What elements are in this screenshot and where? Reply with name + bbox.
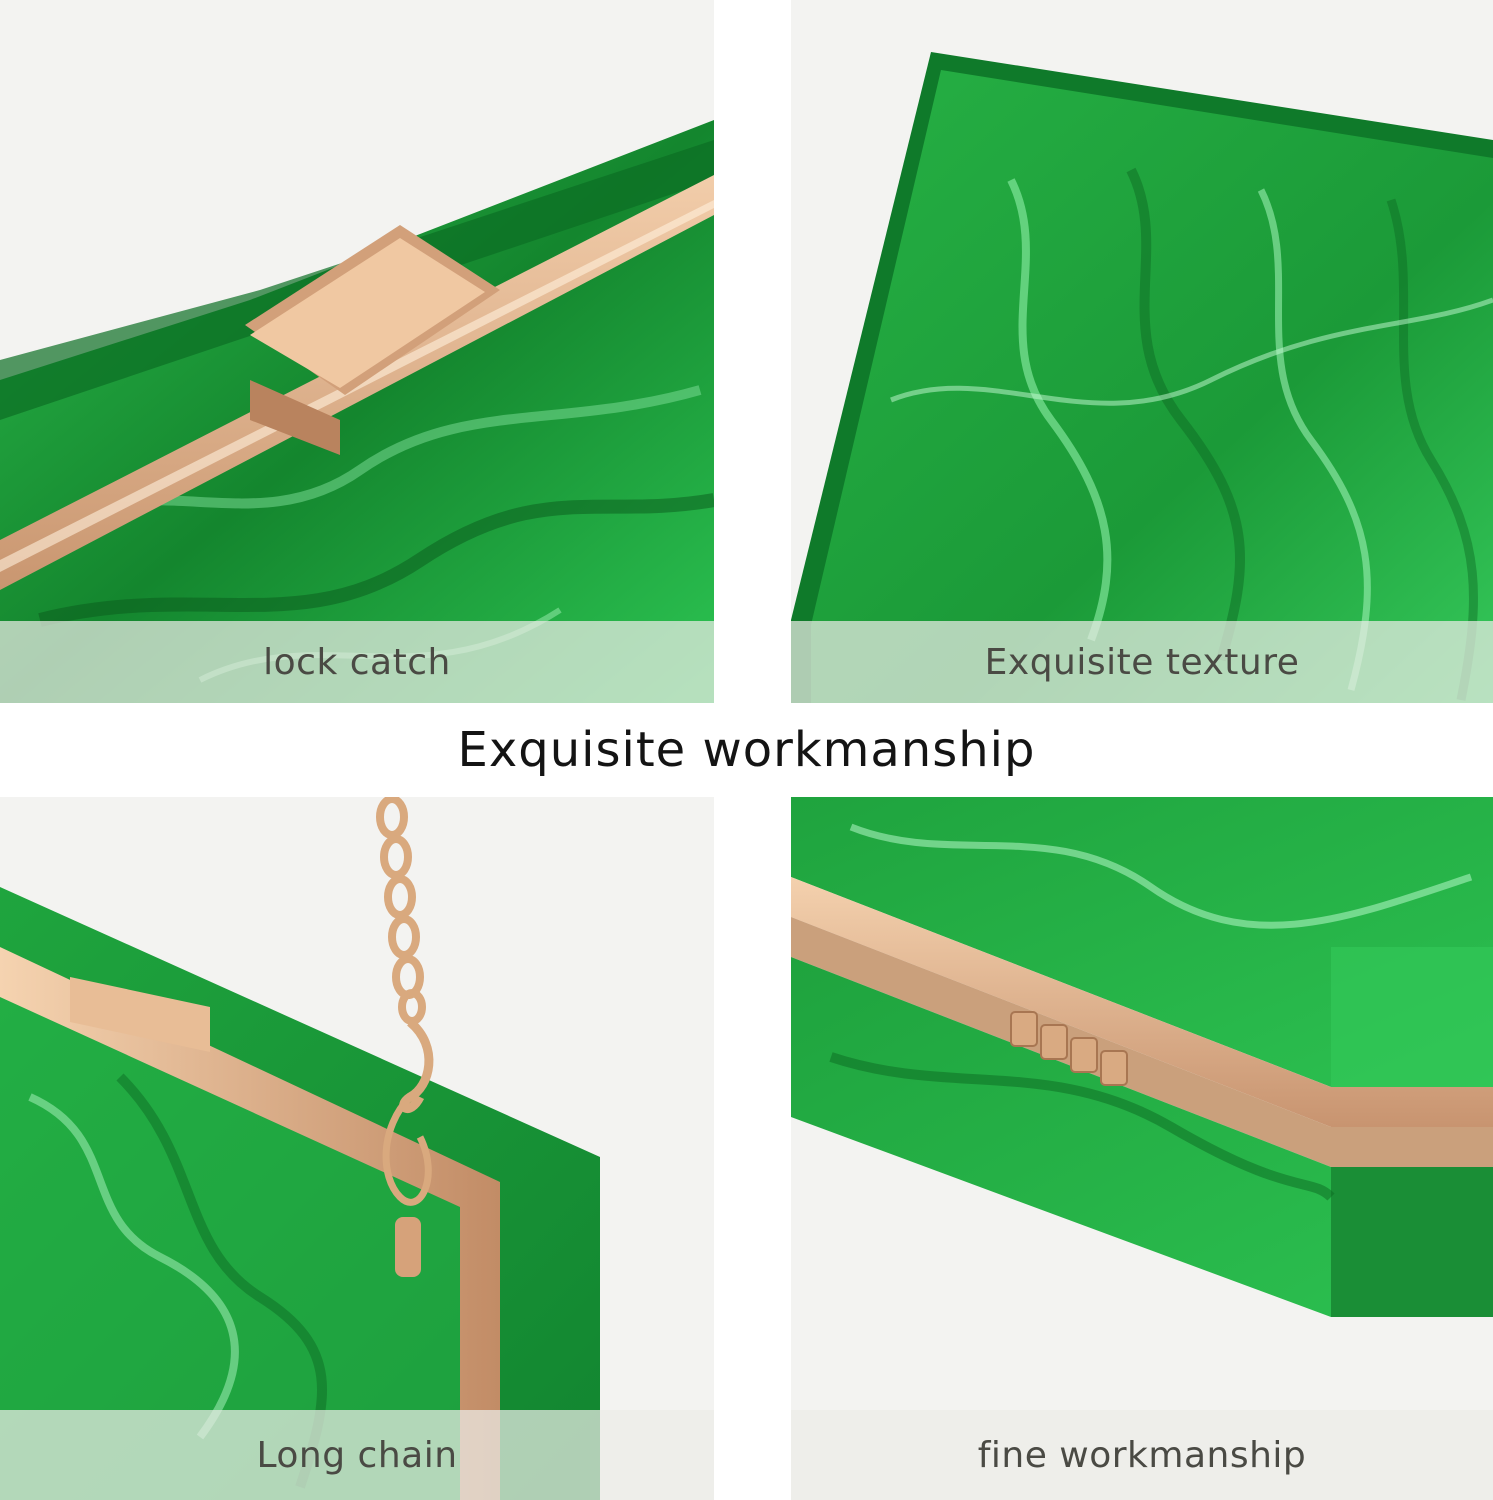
caption-exquisite-texture: Exquisite texture [791, 621, 1493, 703]
fine-workmanship-photo [791, 797, 1493, 1500]
photo-exquisite-texture: Exquisite texture [791, 0, 1493, 703]
caption-lock-catch: lock catch [0, 621, 714, 703]
photo-long-chain: Long chain [0, 797, 714, 1500]
lock-catch-photo [0, 0, 714, 703]
photo-fine-workmanship: fine workmanship [791, 797, 1493, 1500]
photo-lock-catch: lock catch [0, 0, 714, 703]
texture-photo [791, 0, 1493, 703]
caption-fine-workmanship: fine workmanship [791, 1410, 1493, 1500]
headline: Exquisite workmanship [457, 722, 1036, 778]
long-chain-photo [0, 797, 714, 1500]
caption-long-chain: Long chain [0, 1410, 714, 1500]
